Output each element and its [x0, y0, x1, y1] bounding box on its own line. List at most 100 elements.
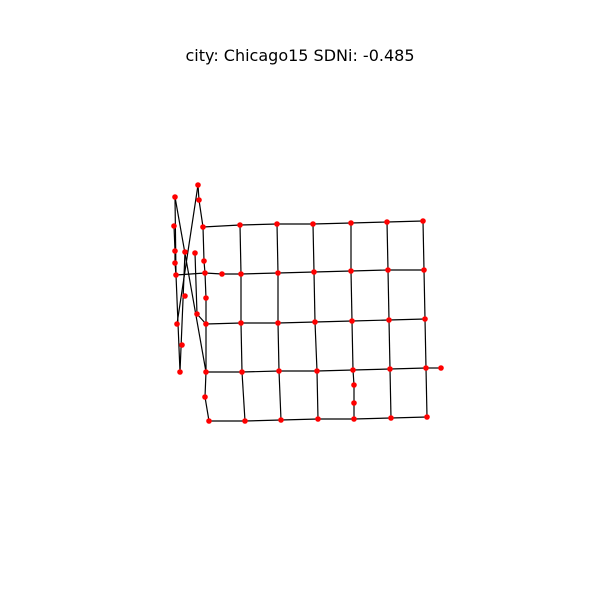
graph-node — [196, 197, 202, 203]
graph-edge — [312, 223, 315, 273]
graph-edge — [239, 224, 242, 275]
graph-edge — [277, 322, 280, 372]
graph-node — [315, 416, 321, 422]
graph-edge — [388, 318, 426, 321]
graph-edge — [280, 418, 319, 421]
graph-node — [349, 318, 355, 324]
graph-edge — [313, 270, 352, 273]
graph-edge — [175, 272, 206, 276]
graph-node — [219, 271, 225, 277]
graph-edge — [241, 371, 246, 422]
graph-node — [177, 369, 183, 375]
graph-node — [386, 317, 392, 323]
graph-edge — [278, 370, 282, 421]
graph-edge — [389, 367, 427, 370]
graph-node — [238, 320, 244, 326]
graph-node — [385, 267, 391, 273]
graph-node — [195, 182, 201, 188]
graph-edge — [389, 368, 392, 419]
graph-node — [387, 366, 393, 372]
graph-node — [351, 416, 357, 422]
graph-edge — [204, 396, 210, 422]
graph-edge — [202, 226, 205, 262]
graph-edge — [352, 368, 391, 371]
graph-edge — [386, 221, 389, 271]
graph-node — [182, 249, 188, 255]
graph-edge — [202, 224, 241, 228]
graph-edge — [316, 370, 319, 420]
graph-node — [239, 369, 245, 375]
graph-edge — [240, 272, 279, 275]
graph-edge — [204, 272, 223, 275]
graph-edge — [312, 222, 352, 225]
graph-node — [174, 321, 180, 327]
graph-edge — [386, 220, 424, 223]
graph-node — [202, 394, 208, 400]
graph-node — [351, 400, 357, 406]
graph-edge — [425, 367, 428, 418]
graph-node — [172, 194, 178, 200]
graph-edge — [350, 269, 389, 272]
graph-node — [192, 250, 198, 256]
graph-edge — [423, 269, 426, 320]
graph-node — [201, 258, 207, 264]
graph-node — [421, 267, 427, 273]
graph-edge — [277, 271, 315, 274]
graph-node — [310, 221, 316, 227]
graph-edge — [204, 272, 207, 299]
graph-node — [237, 222, 243, 228]
graph-node — [206, 418, 212, 424]
graph-edge — [240, 322, 243, 373]
graph-edge — [353, 417, 392, 420]
graph-edge — [241, 370, 280, 373]
graph-edge — [176, 184, 199, 325]
graph-edge — [388, 319, 391, 370]
graph-edge — [422, 220, 425, 271]
graph-edge — [179, 251, 186, 373]
graph-node — [348, 220, 354, 226]
graph-edge — [194, 252, 198, 315]
graph-node — [278, 417, 284, 423]
graph-edge — [205, 322, 242, 325]
graph-edge — [173, 225, 176, 252]
graph-node — [384, 219, 390, 225]
graph-node — [238, 271, 244, 277]
graph-edge — [350, 221, 388, 224]
graph-node — [388, 415, 394, 421]
graph-edge — [174, 196, 207, 373]
graph-node — [422, 316, 428, 322]
graph-node — [172, 260, 178, 266]
graph-node — [350, 367, 356, 373]
graph-node — [348, 268, 354, 274]
graph-node — [275, 320, 281, 326]
graph-node — [203, 295, 209, 301]
graph-node — [242, 418, 248, 424]
graph-node — [200, 224, 206, 230]
graph-edge — [390, 416, 428, 419]
graph-node — [314, 368, 320, 374]
graph-edge — [351, 319, 390, 322]
graph-node — [420, 218, 426, 224]
node-layer — [171, 182, 444, 424]
graph-node — [311, 269, 317, 275]
graph-edge — [424, 318, 427, 369]
graph-edge — [277, 321, 316, 324]
graph-edge — [387, 269, 390, 321]
edge-layer — [173, 184, 441, 422]
graph-node — [275, 270, 281, 276]
graph-edge — [316, 369, 354, 372]
graph-edge — [239, 223, 278, 226]
graph-node — [194, 311, 200, 317]
graph-node — [182, 293, 188, 299]
graph-node — [312, 319, 318, 325]
graph-title: city: Chicago15 SDNi: -0.485 — [185, 46, 415, 65]
graph-node — [274, 221, 280, 227]
graph-edge — [204, 371, 207, 398]
graph-edge — [244, 419, 282, 422]
graph-edge — [276, 223, 279, 274]
graph-node — [202, 270, 208, 276]
graph-node — [438, 365, 444, 371]
graph-node — [424, 414, 430, 420]
graph-node — [171, 223, 177, 229]
